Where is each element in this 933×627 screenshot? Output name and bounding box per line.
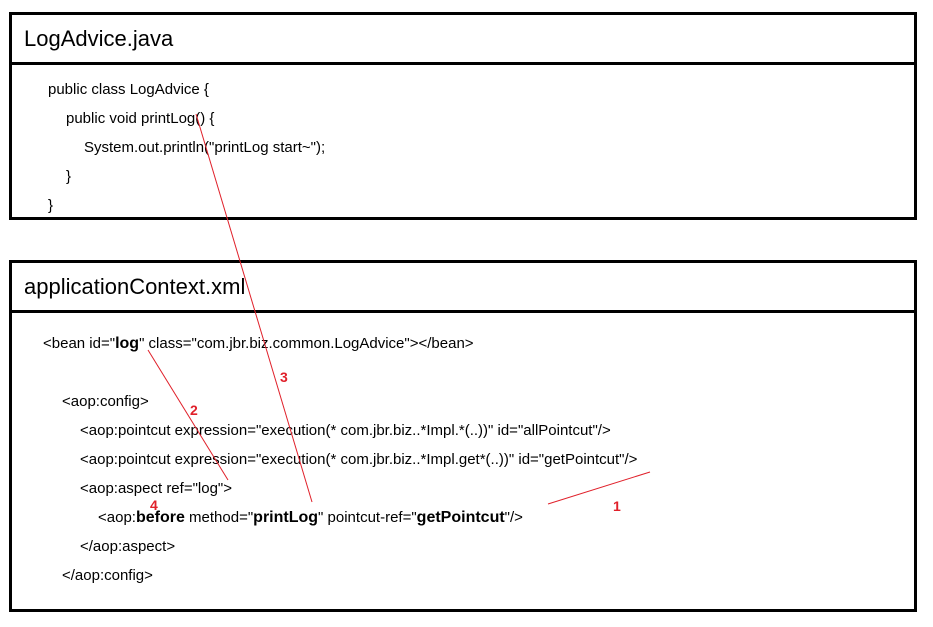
xml-config-close: </aop:config> bbox=[62, 567, 153, 584]
bean-suffix: " class="com.jbr.biz.common.LogAdvice"><… bbox=[139, 335, 474, 352]
bean-id: log bbox=[115, 335, 140, 352]
xml-pointcut-get: <aop:pointcut expression="execution(* co… bbox=[80, 451, 638, 468]
annotation-label-3: 3 bbox=[280, 369, 288, 385]
xml-aspect-open: <aop:aspect ref="log"> bbox=[80, 480, 233, 497]
before-method: printLog bbox=[253, 509, 319, 526]
annotation-line-2 bbox=[147, 349, 229, 481]
java-line-close-class: } bbox=[48, 197, 54, 214]
java-line-method: public void printLog() { bbox=[66, 110, 215, 127]
annotation-label-1: 1 bbox=[613, 498, 621, 514]
xml-bean-line: <bean id="log" class="com.jbr.biz.common… bbox=[43, 334, 474, 354]
annotation-line-1 bbox=[547, 471, 651, 505]
before-p2: method=" bbox=[184, 509, 254, 526]
before-p1: <aop: bbox=[98, 509, 136, 526]
java-file-title: LogAdvice.java bbox=[12, 15, 914, 65]
java-line-class: public class LogAdvice { bbox=[48, 81, 209, 98]
before-p3: " pointcut-ref=" bbox=[318, 509, 417, 526]
before-keyword: before bbox=[135, 509, 185, 526]
java-line-close-method: } bbox=[66, 168, 72, 185]
java-line-println: System.out.println("printLog start~"); bbox=[84, 139, 326, 156]
java-code-box: LogAdvice.java public class LogAdvice { … bbox=[9, 12, 917, 220]
before-pointcut-ref: getPointcut bbox=[416, 509, 505, 526]
before-p4: "/> bbox=[504, 509, 523, 526]
annotation-label-2: 2 bbox=[190, 402, 198, 418]
xml-file-title: applicationContext.xml bbox=[12, 263, 914, 313]
xml-config-open: <aop:config> bbox=[62, 393, 149, 410]
xml-config-box: applicationContext.xml <bean id="log" cl… bbox=[9, 260, 917, 612]
annotation-label-4: 4 bbox=[150, 497, 158, 513]
xml-aspect-close: </aop:aspect> bbox=[80, 538, 176, 555]
xml-pointcut-all: <aop:pointcut expression="execution(* co… bbox=[80, 422, 611, 439]
bean-prefix: <bean id=" bbox=[43, 335, 116, 352]
annotation-line-3 bbox=[195, 113, 313, 503]
xml-before-line: <aop:before method="printLog" pointcut-r… bbox=[98, 508, 523, 528]
